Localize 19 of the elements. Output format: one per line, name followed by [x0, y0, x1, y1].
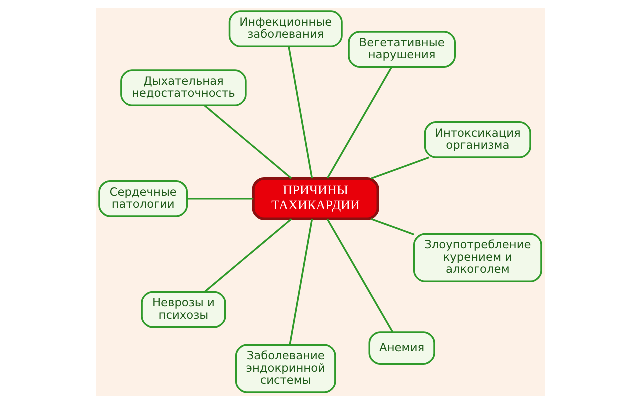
- connector: [370, 218, 414, 236]
- connector: [370, 156, 430, 180]
- connector: [204, 218, 292, 293]
- node-box: Вегетативные нарушения: [348, 31, 456, 68]
- connector: [326, 218, 394, 333]
- node-box: Интоксикация организма: [424, 122, 531, 158]
- connector: [288, 219, 313, 346]
- connector: [204, 105, 292, 180]
- node-box: Дыхательная недостаточность: [120, 70, 246, 106]
- connector: [326, 66, 392, 179]
- node-box: Заболевание эндокринной системы: [234, 344, 336, 394]
- node-box: Злоупотребление курением и алкоголем: [412, 233, 542, 282]
- node-box: Сердечные патологии: [98, 180, 188, 218]
- node-box: Инфекционные заболевания: [228, 10, 342, 48]
- connector: [288, 46, 313, 179]
- connector: [186, 198, 254, 200]
- node-box: Неврозы и психозы: [140, 291, 226, 328]
- node-box: ПРИЧИНЫ ТАХИКАРДИИ: [252, 177, 379, 220]
- node-box: Анемия: [368, 332, 435, 365]
